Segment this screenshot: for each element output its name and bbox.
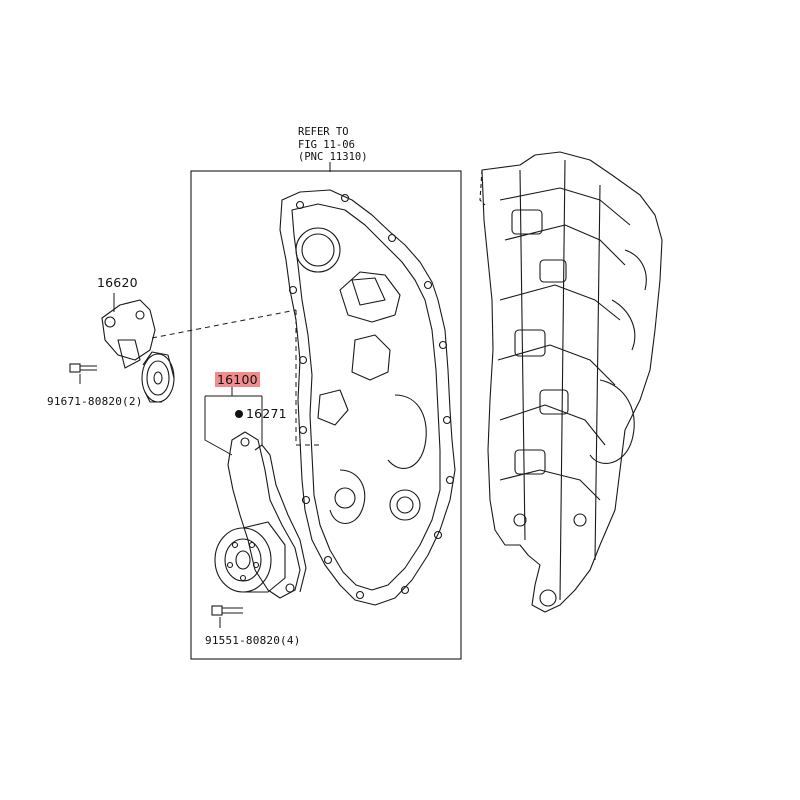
tensioner-bolt-illustration xyxy=(69,363,97,373)
callout-water-pump-assy[interactable]: 16100 xyxy=(215,372,260,387)
engine-block-illustration xyxy=(479,151,663,613)
timing-cover-illustration xyxy=(279,189,456,606)
pump-bolt-illustration xyxy=(211,605,243,616)
leader-lines xyxy=(79,162,331,628)
reference-line-2: FIG 11-06 xyxy=(298,138,355,151)
reference-note: REFER TO FIG 11-06 (PNC 11310) xyxy=(298,126,368,164)
gasket-dot xyxy=(235,410,243,418)
tensioner-illustration xyxy=(101,299,175,403)
callout-gasket[interactable]: 16271 xyxy=(246,406,287,421)
water-pump-illustration xyxy=(214,431,307,599)
reference-line-3: (PNC 11310) xyxy=(298,151,368,163)
callout-tensioner-bolt[interactable]: 91671-80820(2) xyxy=(47,395,143,408)
callout-tensioner[interactable]: 16620 xyxy=(97,275,138,290)
callout-pump-bolt[interactable]: 91551-80820(4) xyxy=(205,634,301,647)
assembly-frame xyxy=(190,170,462,660)
reference-line-1: REFER TO xyxy=(298,126,349,138)
water-pump-highlight: 16100 xyxy=(215,372,260,387)
